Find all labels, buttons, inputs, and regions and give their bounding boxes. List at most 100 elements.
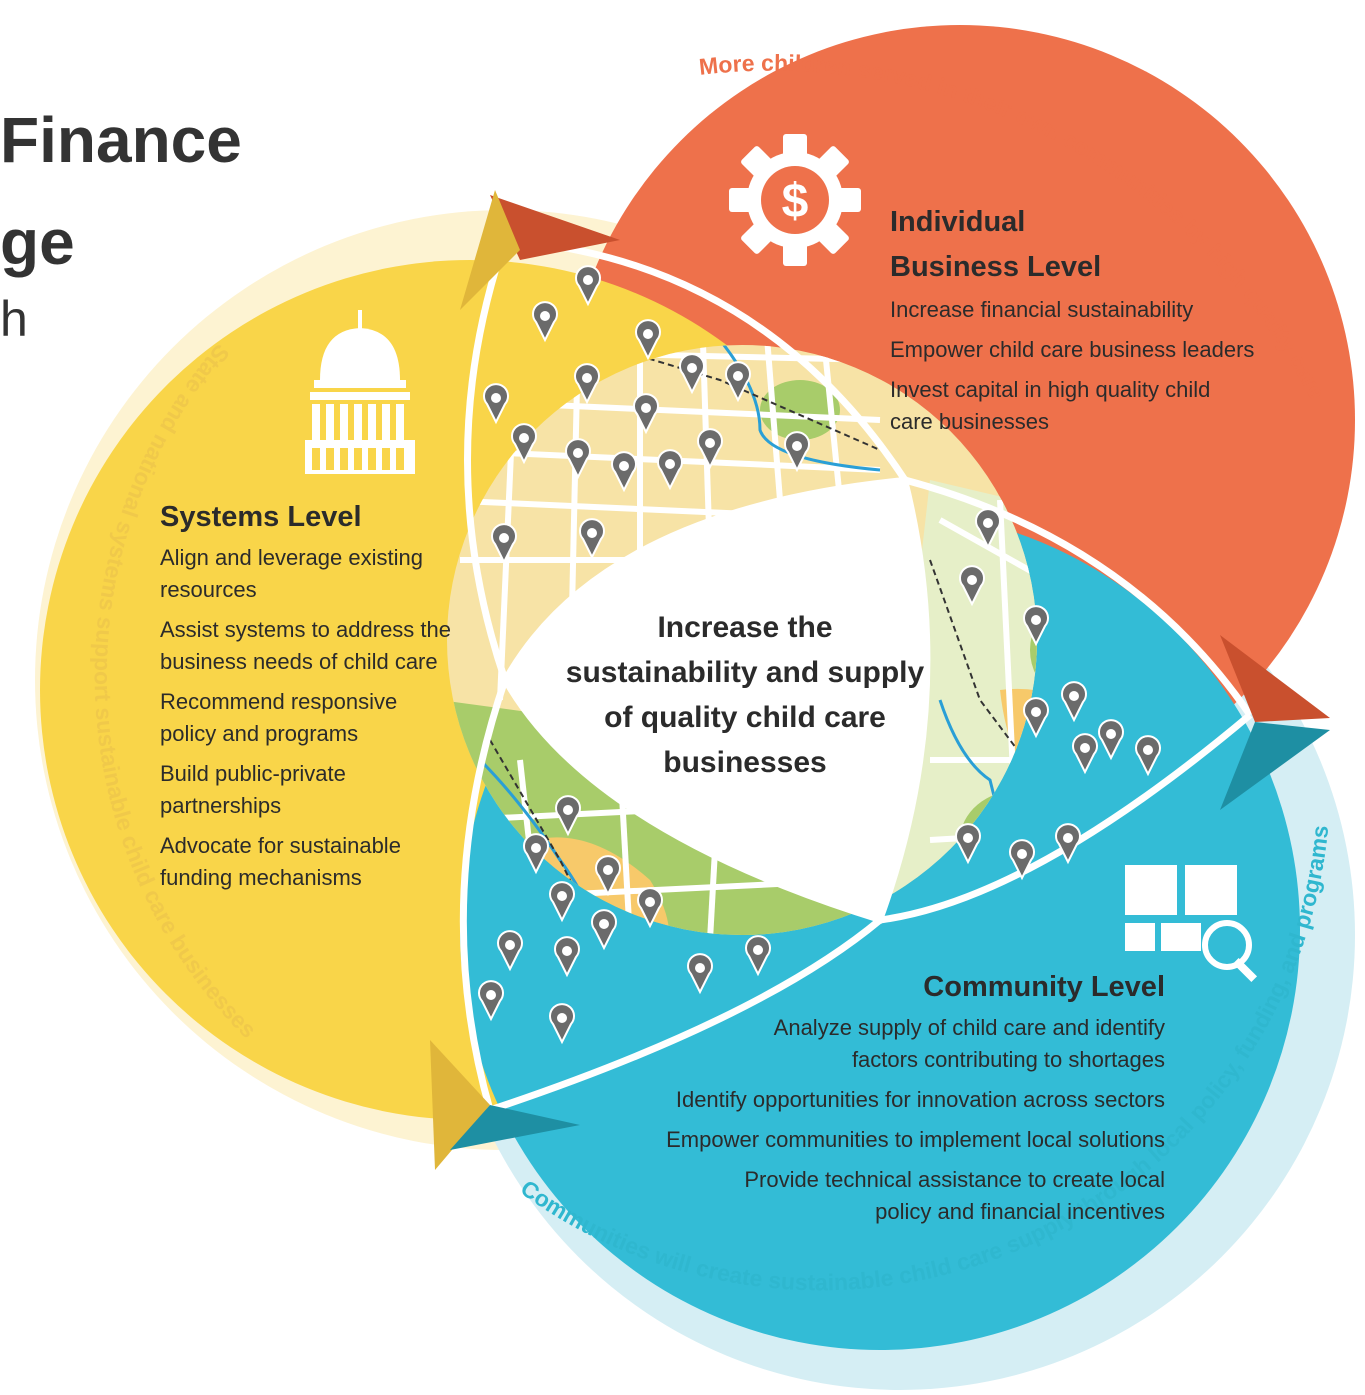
map-pin-icon [745, 935, 771, 977]
map-pin-icon [725, 361, 751, 403]
map-pin-dot [753, 945, 763, 955]
map-pin-dot [519, 433, 529, 443]
map-pin-icon [1055, 823, 1081, 865]
map-pin-icon [1098, 719, 1124, 761]
map-pin-icon [959, 565, 985, 607]
center-shape [501, 476, 931, 924]
map-pins [478, 265, 1161, 1045]
map-pin-dot [505, 940, 515, 950]
map-pin-dot [963, 833, 973, 843]
map-pin-dot [643, 329, 653, 339]
map-pin-dot [499, 533, 509, 543]
business-item-2: Empower child care business leaders [890, 336, 1255, 362]
map-pin-dot [1080, 743, 1090, 753]
map-pin-dot [562, 946, 572, 956]
map-pin-icon [579, 518, 605, 560]
map-pin-icon [633, 393, 659, 435]
map-pin-dot [733, 371, 743, 381]
map-pin-dot [540, 311, 550, 321]
map-pin-dot [1063, 833, 1073, 843]
map-pin-icon [784, 431, 810, 473]
map-pin-icon [554, 936, 580, 978]
map-pin-icon [687, 953, 713, 995]
map-pin-dot [1031, 615, 1041, 625]
systems-item-1: Align and leverage existing resources [160, 544, 423, 602]
map-pin-icon [1072, 733, 1098, 775]
community-item-3: Empower communities to implement local s… [666, 1126, 1165, 1152]
map-pin-icon [565, 438, 591, 480]
map-pin-dot [486, 990, 496, 1000]
systems-level-block: Systems Level Align and leverage existin… [160, 495, 480, 902]
map-search-icon [1125, 865, 1258, 983]
map-pin-dot [1069, 691, 1079, 701]
systems-item-3: Recommend responsive policy and programs [160, 688, 398, 746]
map-pin-dot [705, 438, 715, 448]
map-pin-dot [557, 891, 567, 901]
map-pin-icon [635, 319, 661, 361]
map-pin-dot [491, 393, 501, 403]
capitol-building-icon [305, 310, 415, 474]
map-pin-dot [582, 373, 592, 383]
map-pin-icon [1023, 605, 1049, 647]
systems-level-title: Systems Level [160, 501, 362, 533]
systems-item-5: Advocate for sustainable funding mechani… [160, 832, 401, 890]
systems-item-4: Build public-private partnerships [160, 760, 346, 818]
map-pin-icon [595, 855, 621, 897]
map-pin-icon [955, 823, 981, 865]
map-pin-dot [641, 403, 651, 413]
map-pin-icon [555, 795, 581, 837]
orange-arrowhead [490, 195, 620, 260]
community-level-title: Community Level [923, 971, 1165, 1003]
map-pin-dot [587, 528, 597, 538]
map-pin-dot [665, 459, 675, 469]
map-pin-icon [483, 383, 509, 425]
map-pin-icon [1023, 697, 1049, 739]
business-item-3: Invest capital in high quality child car… [890, 376, 1211, 434]
map-pin-dot [573, 448, 583, 458]
map-pin-dot [603, 865, 613, 875]
systems-item-2: Assist systems to address the business n… [160, 616, 451, 674]
map-pin-dot [599, 919, 609, 929]
map-pin-dot [583, 275, 593, 285]
map-pin-dot [645, 897, 655, 907]
center-goal-text: Increase the sustainability and supply o… [565, 611, 925, 779]
map-pin-icon [549, 881, 575, 923]
map-pin-dot [1106, 729, 1116, 739]
map-pin-icon [523, 833, 549, 875]
business-level-title-line1: Individual [890, 206, 1026, 238]
community-item-2: Identify opportunities for innovation ac… [675, 1086, 1165, 1112]
community-item-1: Analyze supply of child care and identif… [773, 1014, 1165, 1072]
map-pin-dot [1031, 707, 1041, 717]
map-pin-icon [478, 980, 504, 1022]
map-pin-icon [611, 451, 637, 493]
map-pin-icon [575, 265, 601, 307]
map-pin-icon [657, 449, 683, 491]
gear-dollar-icon: $ [729, 134, 861, 266]
map-pin-icon [491, 523, 517, 565]
yellow-arrowhead-2 [430, 1040, 490, 1170]
map-pin-dot [1017, 849, 1027, 859]
map-pin-icon [1135, 735, 1161, 777]
yellow-arrowhead [460, 190, 520, 310]
map-pin-dot [619, 461, 629, 471]
map-pin-dot [695, 963, 705, 973]
map-pin-dot [563, 805, 573, 815]
map-pin-icon [637, 887, 663, 929]
orange-arrowhead-2 [1220, 635, 1330, 722]
map-pin-icon [497, 930, 523, 972]
map-pin-icon [1009, 839, 1035, 881]
community-level-block: Community Level Analyze supply of child … [600, 965, 1165, 1236]
map-pin-dot [557, 1013, 567, 1023]
map-pin-icon [574, 363, 600, 405]
business-level-title-line2: Business Level [890, 250, 1102, 283]
map-pin-icon [549, 1003, 575, 1045]
svg-text:$: $ [782, 175, 809, 228]
page-subtitle-fragment: h [0, 291, 28, 347]
map-pin-icon [679, 353, 705, 395]
map-pin-icon [1061, 681, 1087, 723]
community-item-4: Provide technical assistance to create l… [744, 1166, 1165, 1224]
map-pin-icon [975, 508, 1001, 550]
map-pin-icon [511, 423, 537, 465]
map-pin-icon [697, 428, 723, 470]
